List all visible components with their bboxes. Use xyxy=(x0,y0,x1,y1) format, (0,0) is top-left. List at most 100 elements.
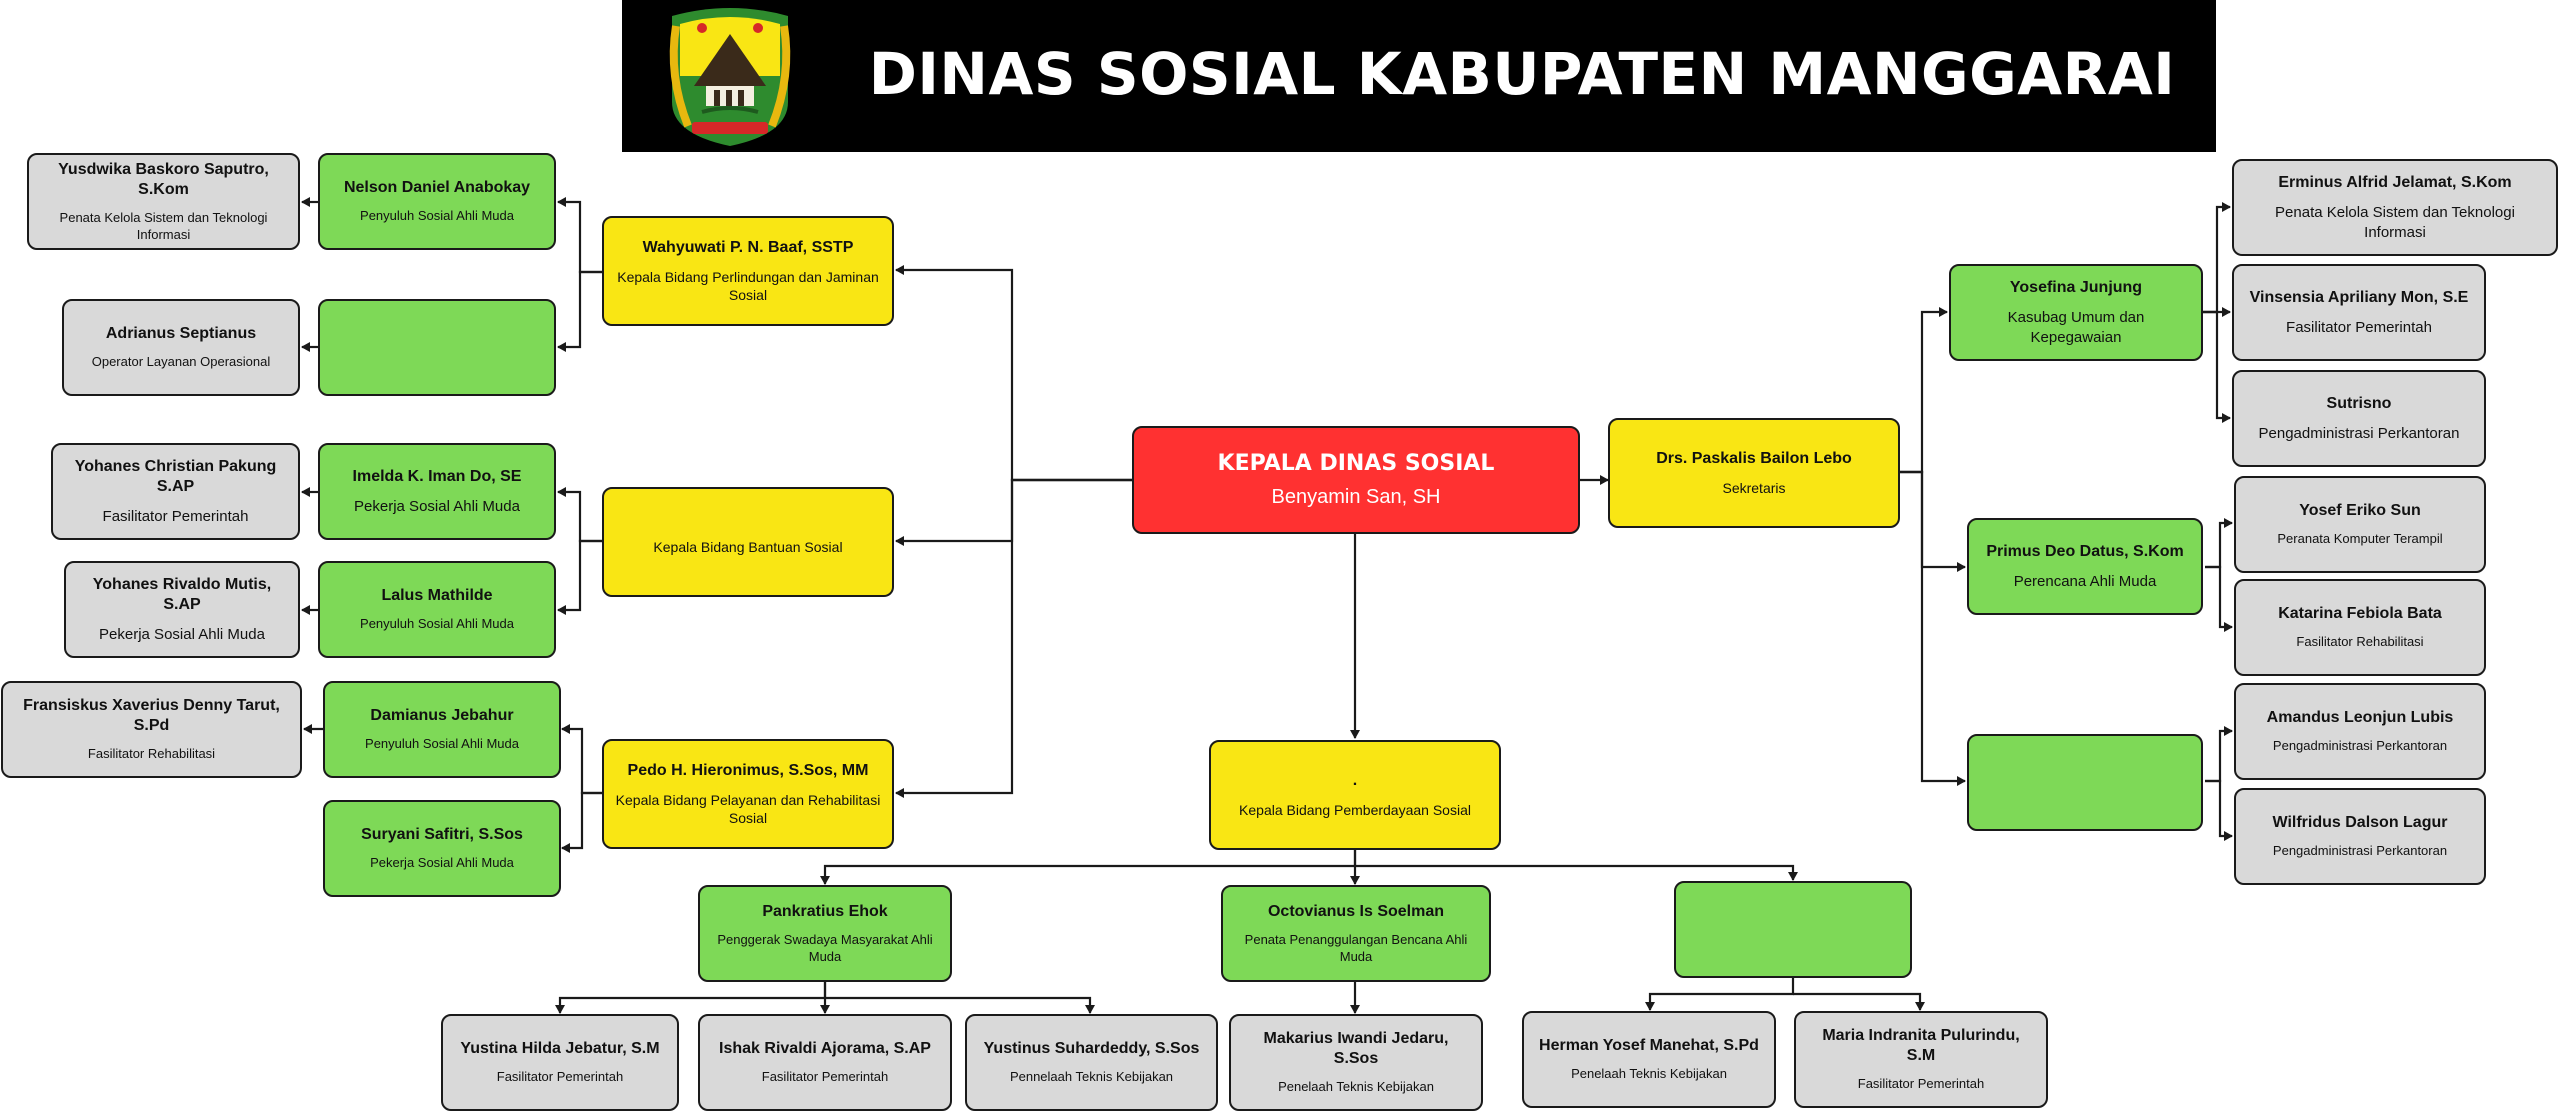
node-role: Fasilitator Pemerintah xyxy=(1857,1076,1985,1092)
link-yosefina-sutrisno xyxy=(2203,310,2231,423)
node-role: Penata Penanggulangan Bencana Ahli Muda xyxy=(1244,931,1468,964)
link-sekretaris-primus xyxy=(1900,470,1966,572)
link-kepala-pelayanan xyxy=(895,478,1132,798)
link-kepala-perlindungan xyxy=(895,265,1132,482)
node-role: Fasilitator Pemerintah xyxy=(102,507,249,525)
node-name: Maria Indranita Pulurindu, S.M xyxy=(1822,1027,2020,1065)
node-name: Fransiskus Xaverius Denny Tarut, S.Pd xyxy=(23,697,280,735)
node-fransiskus: Fransiskus Xaverius Denny Tarut, S.Pd Fa… xyxy=(1,681,302,778)
node-name: Erminus Alfrid Jelamat, S.Kom xyxy=(2278,174,2512,191)
node-perlindungan-vacant xyxy=(318,299,556,396)
node-imelda: Imelda K. Iman Do, SE Pekerja Sosial Ahl… xyxy=(318,443,556,540)
node-name: Ishak Rivaldi Ajorama, S.AP xyxy=(719,1040,931,1058)
node-lalus: Lalus Mathilde Penyuluh Sosial Ahli Muda xyxy=(318,561,556,658)
link-bantuan-lalus xyxy=(557,539,602,615)
node-role: Fasilitator Pemerintah xyxy=(761,1069,889,1085)
node-kabid-perlindungan: Wahyuwati P. N. Baaf, SSTP Kepala Bidang… xyxy=(602,216,894,326)
node-role: Kasubag Umum dan Kepegawaian xyxy=(2007,309,2145,346)
node-amandus: Amandus Leonjun Lubis Pengadministrasi P… xyxy=(2234,683,2486,780)
node-name: Herman Yosef Manehat, S.Pd xyxy=(1539,1037,1759,1055)
node-name: Wilfridus Dalson Lagur xyxy=(2272,814,2448,832)
link-perlindungan-empty xyxy=(557,270,602,352)
node-yosef: Yosef Eriko Sun Peranata Komputer Teramp… xyxy=(2234,476,2486,573)
node-role: Fasilitator Rehabilitasi xyxy=(2296,634,2424,650)
node-name: Pankratius Ehok xyxy=(762,902,888,920)
node-wilfridus: Wilfridus Dalson Lagur Pengadministrasi … xyxy=(2234,788,2486,885)
link-pankratius-yustina xyxy=(555,982,827,1014)
node-pemberdayaan-vacant xyxy=(1674,881,1912,978)
link-perlindungan-nelson xyxy=(557,197,602,274)
node-role: Pekerja Sosial Ahli Muda xyxy=(99,625,265,643)
node-adrianus: Adrianus Septianus Operator Layanan Oper… xyxy=(62,299,300,396)
node-role: Penata Kelola Sistem dan Teknologi Infor… xyxy=(2275,204,2515,241)
link-empty-amandus xyxy=(2205,726,2233,783)
node-herman: Herman Yosef Manehat, S.Pd Penelaah Tekn… xyxy=(1522,1011,1776,1108)
node-kabid-bantuan: Kepala Bidang Bantuan Sosial xyxy=(602,487,894,597)
node-name: Drs. Paskalis Bailon Lebo xyxy=(1656,449,1852,467)
link-pemberdayaan-pankratius xyxy=(820,850,1357,885)
node-name: . xyxy=(1352,771,1358,789)
link-empty-wilfridus xyxy=(2205,779,2233,841)
node-yohanes-christian: Yohanes Christian Pakung S.AP Fasilitato… xyxy=(51,443,300,540)
node-role: Pekerja Sosial Ahli Muda xyxy=(370,855,514,871)
node-role: Perencana Ahli Muda xyxy=(2013,572,2157,590)
link-sekretaris-yosefina xyxy=(1900,307,1948,474)
node-name: KEPALA DINAS SOSIAL xyxy=(1217,451,1495,477)
node-name: Adrianus Septianus xyxy=(105,325,257,343)
node-name: Yohanes Rivaldo Mutis, S.AP xyxy=(92,575,272,613)
node-kabid-pemberdayaan: . Kepala Bidang Pemberdayaan Sosial xyxy=(1209,740,1501,850)
manggarai-emblem-icon xyxy=(669,8,791,146)
link-primus-yosef xyxy=(2205,518,2233,569)
node-octovianus: Octovianus Is Soelman Penata Penanggulan… xyxy=(1221,885,1491,982)
link-empty-maria xyxy=(1793,992,1925,1011)
node-suryani: Suryani Safitri, S.Sos Pekerja Sosial Ah… xyxy=(323,800,561,897)
node-name: Yosef Eriko Sun xyxy=(2299,502,2421,520)
node-primus: Primus Deo Datus, S.Kom Perencana Ahli M… xyxy=(1967,518,2203,615)
node-yohanes-rivaldo: Yohanes Rivaldo Mutis, S.AP Pekerja Sosi… xyxy=(64,561,300,658)
node-name: Yustina Hilda Jebatur, S.M xyxy=(460,1040,660,1058)
node-sekretariat-vacant xyxy=(1967,734,2203,831)
node-makarius: Makarius Iwandi Jedaru, S.Sos Penelaah T… xyxy=(1229,1014,1483,1111)
node-role: Kepala Bidang Pemberdayaan Sosial xyxy=(1239,801,1471,818)
node-role: Benyamin San, SH xyxy=(1271,485,1441,508)
link-pelayanan-damianus xyxy=(561,724,602,795)
node-role: Penggerak Swadaya Masyarakat Ahli Muda xyxy=(717,931,933,964)
link-pankratius-yustinus xyxy=(825,996,1095,1014)
node-name: Lalus Mathilde xyxy=(381,587,493,605)
node-maria: Maria Indranita Pulurindu, S.M Fasilitat… xyxy=(1794,1011,2048,1108)
node-ishak: Ishak Rivaldi Ajorama, S.AP Fasilitator … xyxy=(698,1014,952,1111)
node-name: Vinsensia Apriliany Mon, S.E xyxy=(2249,288,2469,306)
node-name: Suryani Safitri, S.Sos xyxy=(361,826,523,844)
node-name: Nelson Daniel Anabokay xyxy=(343,179,531,197)
link-kepala-bantuan xyxy=(895,478,1132,546)
node-role: Pennelaah Teknis Kebijakan xyxy=(1009,1069,1174,1085)
node-role: Pengadministrasi Perkantoran xyxy=(2272,738,2448,754)
node-role: Kepala Bidang Bantuan Sosial xyxy=(653,538,843,555)
node-role: Penelaah Teknis Kebijakan xyxy=(1571,1066,1727,1082)
link-empty-herman xyxy=(1645,978,1795,1011)
node-katarina: Katarina Febiola Bata Fasilitator Rehabi… xyxy=(2234,579,2486,676)
node-yusdwika: Yusdwika Baskoro Saputro, S.Kom Penata K… xyxy=(27,153,300,250)
node-role: Fasilitator Rehabilitasi xyxy=(87,746,216,762)
node-role: Peranata Komputer Terampil xyxy=(2277,531,2443,547)
link-yosefina-erminus xyxy=(2203,202,2231,314)
node-role: Penyuluh Sosial Ahli Muda xyxy=(360,616,514,632)
node-name: Wahyuwati P. N. Baaf, SSTP xyxy=(642,238,854,256)
node-name: Makarius Iwandi Jedaru, S.Sos xyxy=(1263,1030,1449,1068)
node-name: Pedo H. Hieronimus, S.Sos, MM xyxy=(627,761,869,779)
page-title: DINAS SOSIAL KABUPATEN MANGGARAI xyxy=(868,40,2176,108)
node-yustina: Yustina Hilda Jebatur, S.M Fasilitator P… xyxy=(441,1014,679,1111)
node-role: Penelaah Teknis Kebijakan xyxy=(1278,1079,1434,1095)
node-pankratius: Pankratius Ehok Penggerak Swadaya Masyar… xyxy=(698,885,952,982)
node-kabid-pelayanan: Pedo H. Hieronimus, S.Sos, MM Kepala Bid… xyxy=(602,739,894,849)
node-name: Damianus Jebahur xyxy=(370,707,514,725)
node-name: Katarina Febiola Bata xyxy=(2278,605,2442,623)
node-name: Octovianus Is Soelman xyxy=(1267,902,1445,920)
node-role: Penyuluh Sosial Ahli Muda xyxy=(365,736,519,752)
node-role: Pekerja Sosial Ahli Muda xyxy=(354,497,520,515)
node-damianus: Damianus Jebahur Penyuluh Sosial Ahli Mu… xyxy=(323,681,561,778)
node-name: Amandus Leonjun Lubis xyxy=(2266,709,2454,727)
node-role: Operator Layanan Operasional xyxy=(91,354,271,370)
node-sutrisno: Sutrisno Pengadministrasi Perkantoran xyxy=(2232,370,2486,467)
